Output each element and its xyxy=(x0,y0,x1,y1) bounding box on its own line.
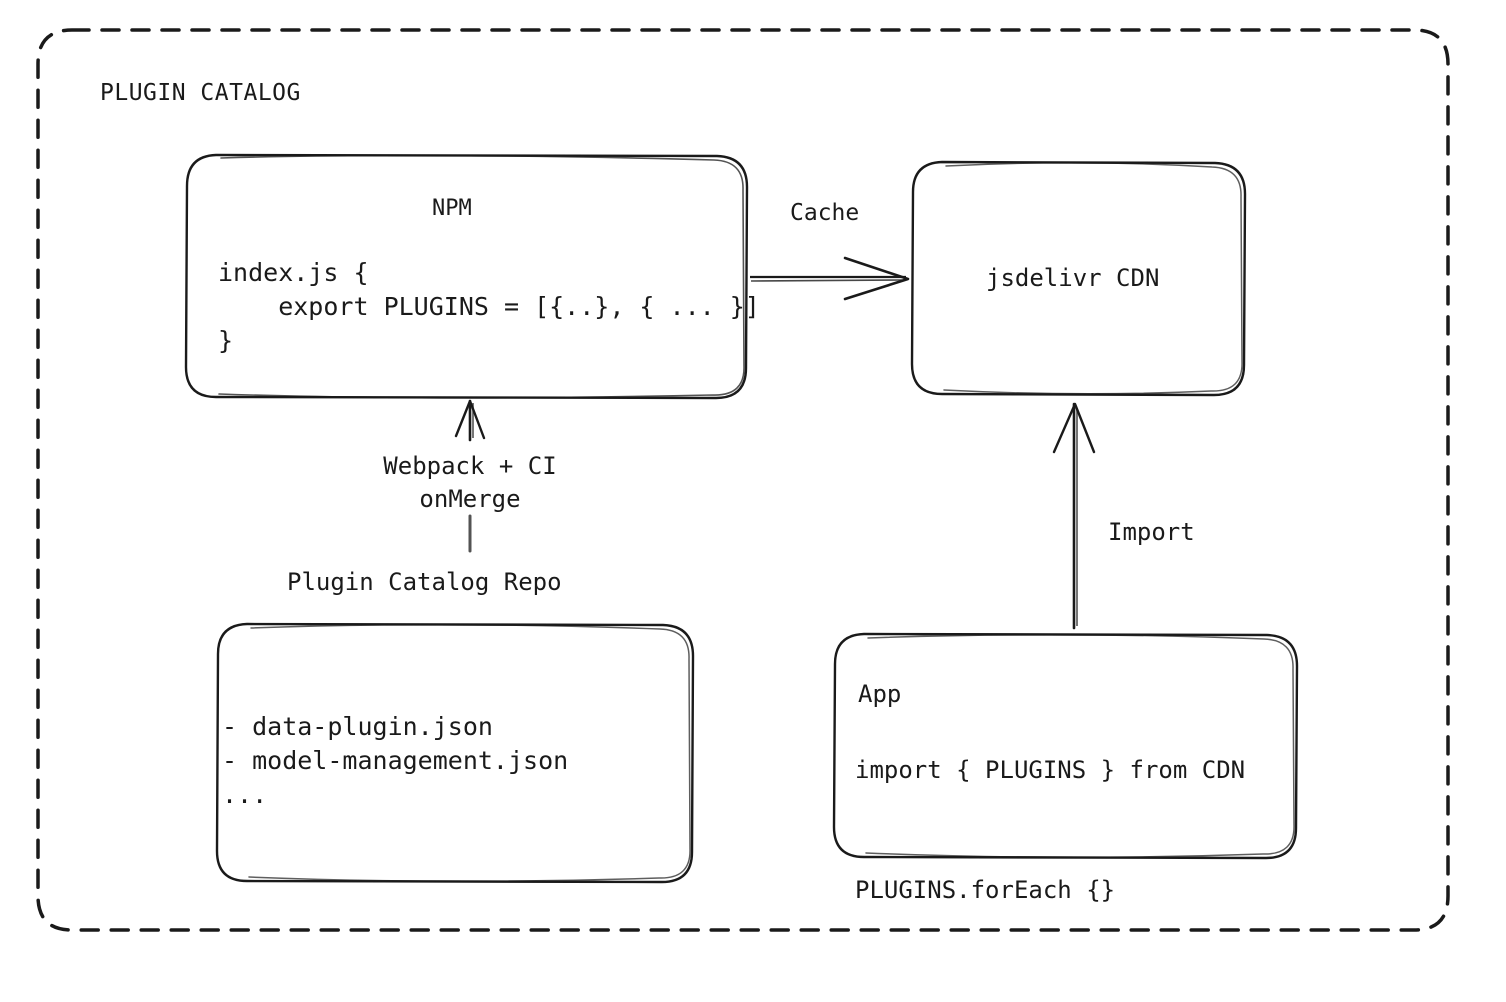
repo-node-label: Plugin Catalog Repo xyxy=(287,568,562,596)
cdn-node-title: jsdelivr CDN xyxy=(986,264,1160,292)
app-node-code: import { PLUGINS } from CDN PLUGINS.forE… xyxy=(855,756,1246,904)
repo-node-file-list: - data-plugin.json - model-management.js… xyxy=(222,712,569,809)
app-node-title: App xyxy=(858,680,902,708)
group-title: PLUGIN CATALOG xyxy=(100,80,301,106)
edge-cache-arrow xyxy=(750,256,910,301)
edge-label-build: Webpack + CI onMerge xyxy=(383,452,557,513)
edge-label-cache: Cache xyxy=(790,200,860,226)
edge-import-arrow xyxy=(1052,402,1096,630)
npm-node-code: index.js { export PLUGINS = [{..}, { ...… xyxy=(218,258,760,355)
edge-label-import: Import xyxy=(1108,518,1195,546)
npm-node-title: NPM xyxy=(432,196,472,221)
